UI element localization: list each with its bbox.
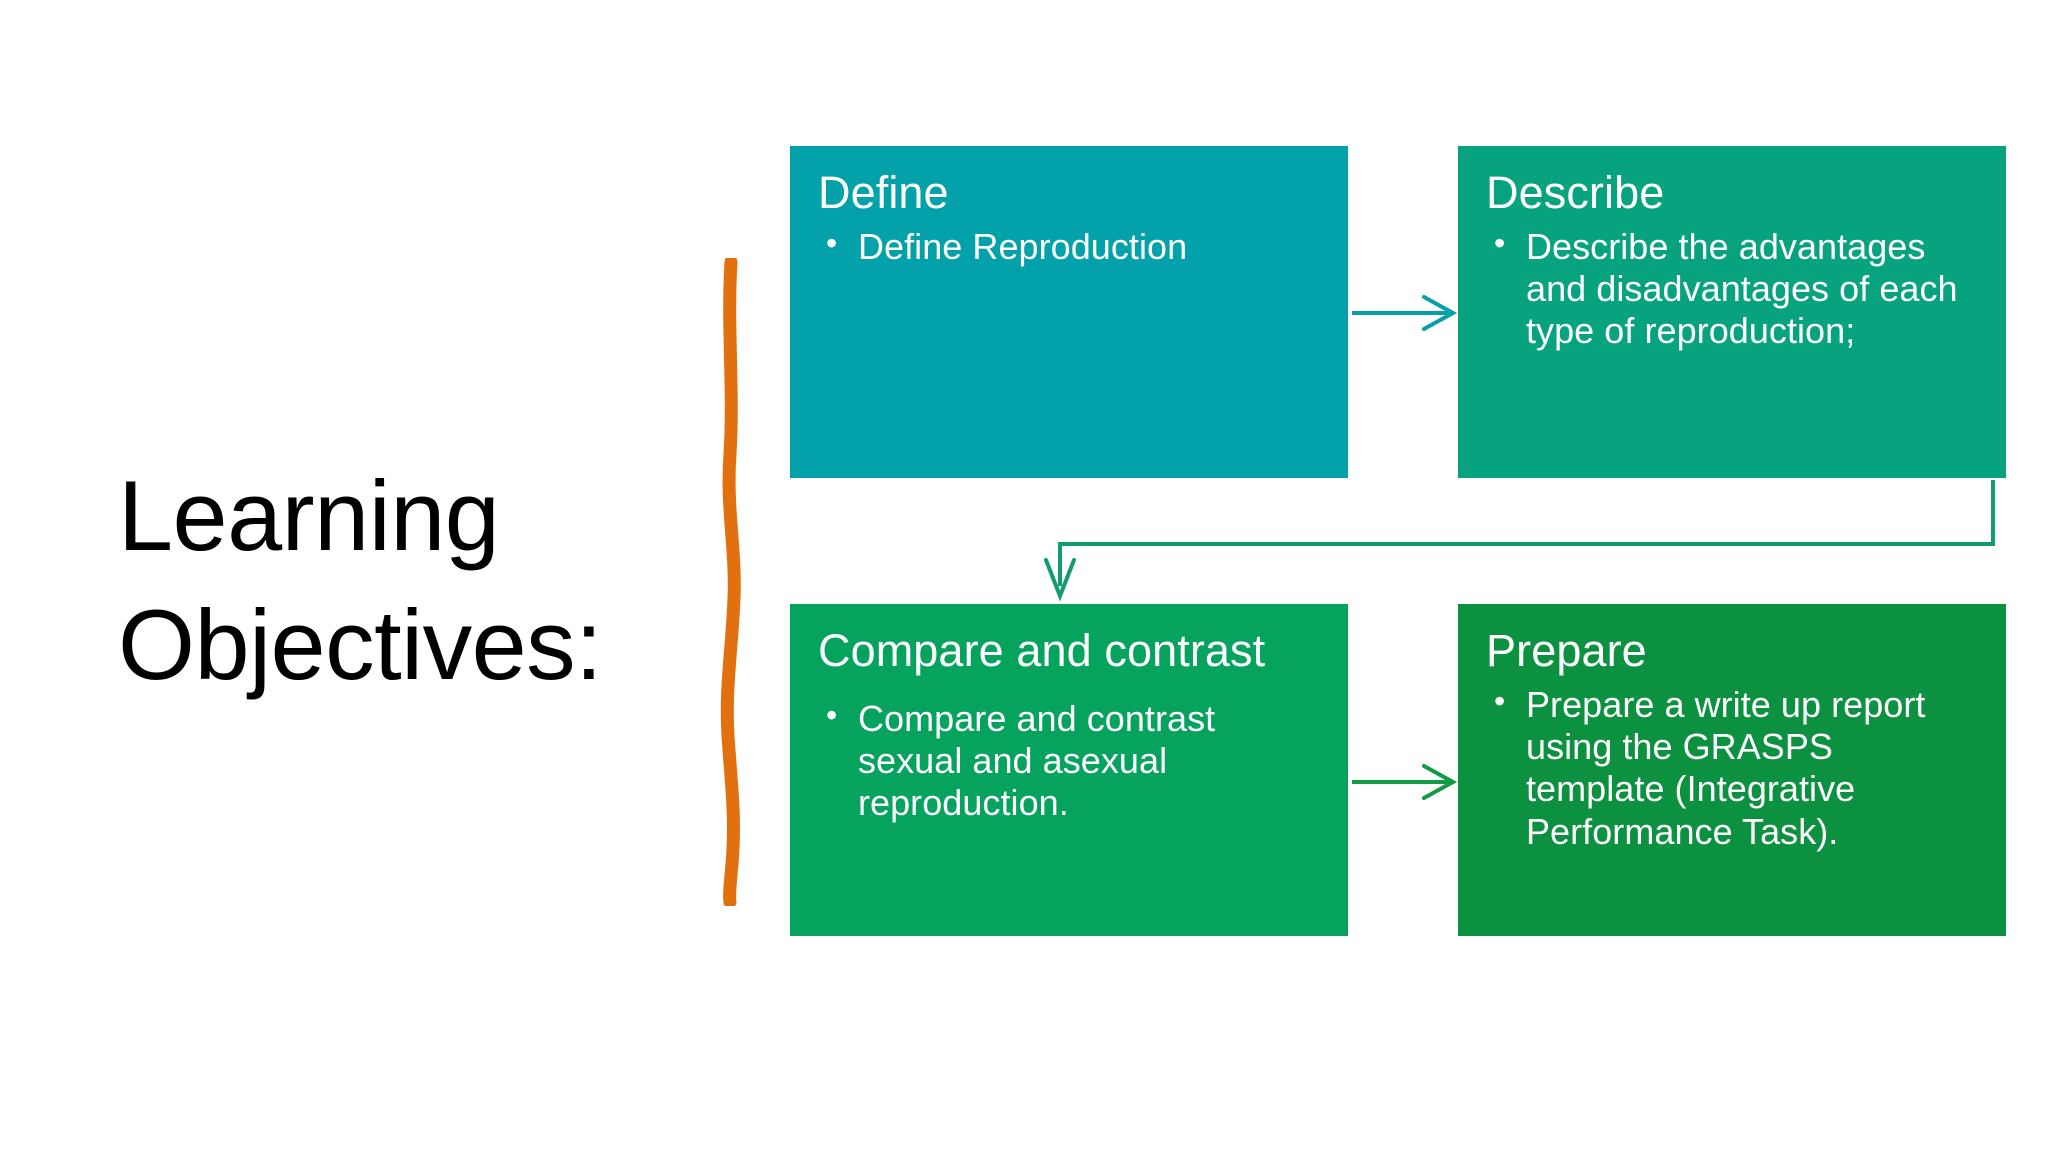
list-item: Compare and contrast sexual and asexual … bbox=[818, 696, 1320, 825]
node-bullets-compare: Compare and contrast sexual and asexual … bbox=[818, 696, 1320, 825]
node-title-define: Define bbox=[818, 167, 949, 218]
process-node-compare[interactable]: Compare and contrast Compare and contras… bbox=[790, 604, 1348, 936]
node-bullets-prepare: Prepare a write up report using the GRAS… bbox=[1486, 683, 1978, 854]
node-title-prepare: Prepare bbox=[1486, 625, 1647, 676]
list-item: Prepare a write up report using the GRAS… bbox=[1486, 683, 1978, 854]
connector-define-to-describe bbox=[1352, 295, 1458, 331]
node-bullets-define: Define Reproduction bbox=[818, 224, 1320, 268]
process-node-define[interactable]: Define Define Reproduction bbox=[790, 146, 1348, 478]
process-node-prepare[interactable]: Prepare Prepare a write up report using … bbox=[1458, 604, 2006, 936]
list-item: Describe the advantages and disadvantage… bbox=[1486, 224, 1978, 353]
accent-bar-stroke bbox=[720, 255, 741, 909]
orange-accent-bar bbox=[714, 255, 750, 909]
node-title-compare: Compare and contrast bbox=[818, 625, 1266, 676]
node-bullets-describe: Describe the advantages and disadvantage… bbox=[1486, 224, 1978, 353]
page-title: Learning Objectives: bbox=[118, 460, 603, 700]
connector-compare-to-prepare bbox=[1352, 764, 1458, 800]
connector-describe-to-compare bbox=[1044, 480, 1995, 602]
process-node-describe[interactable]: Describe Describe the advantages and dis… bbox=[1458, 146, 2006, 478]
list-item: Define Reproduction bbox=[818, 224, 1320, 268]
node-title-describe: Describe bbox=[1486, 167, 1665, 218]
